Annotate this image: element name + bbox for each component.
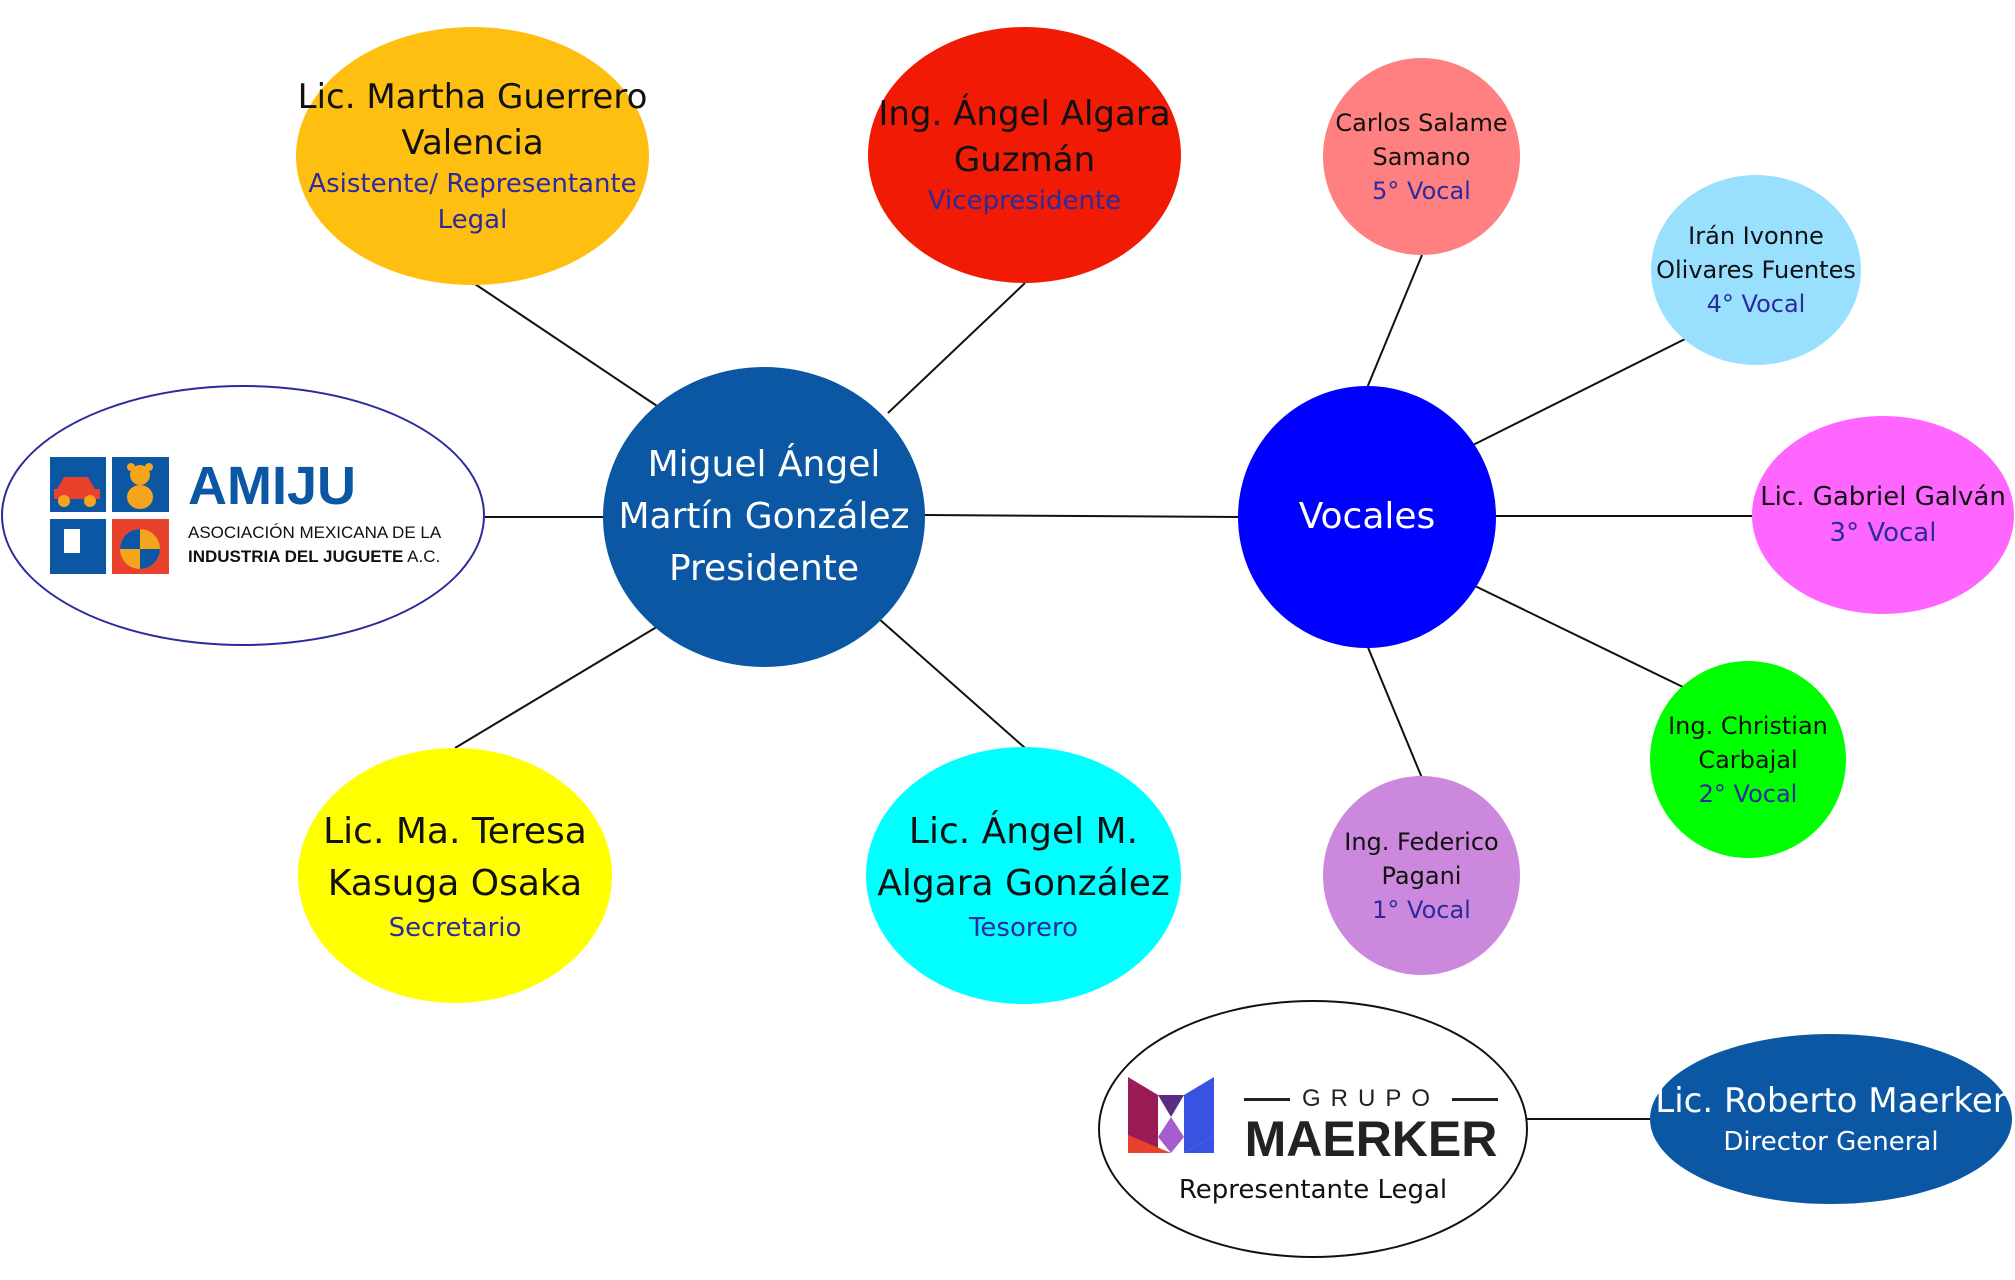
vocales-node: Vocales	[1238, 386, 1496, 648]
tesorero-node: Lic. Ángel M. Algara González Tesorero	[866, 747, 1181, 1004]
director-node: Lic. Roberto Maerker Director General	[1650, 1034, 2012, 1204]
director-name: Lic. Roberto Maerker	[1655, 1081, 2007, 1121]
maerker-wordmark: GRUPO MAERKER	[1232, 1086, 1510, 1166]
asistente-node: Lic. Martha Guerrero Valencia Asistente/…	[296, 27, 649, 285]
maerker-name: MAERKER	[1244, 1111, 1498, 1167]
vocal2-node: Ing. Christian Carbajal 2° Vocal	[1650, 661, 1846, 858]
connector-vocal2	[1474, 585, 1686, 689]
vocal5-node: Carlos Salame Samano 5° Vocal	[1323, 58, 1520, 255]
asistente-name-line1: Lic. Martha Guerrero	[297, 77, 648, 117]
connector-tesorero	[877, 617, 1026, 749]
amiju-subtitle-line2: INDUSTRIA DEL JUGUETE A.C.	[188, 545, 441, 569]
asistente-role-line2: Legal	[437, 205, 508, 235]
maerker-caption: Representante Legal	[1178, 1175, 1448, 1205]
president-name-line1: Miguel Ángel	[647, 444, 881, 485]
amiju-subtitle-suffix: A.C.	[403, 547, 441, 566]
vocal4-node: Irán Ivonne Olivares Fuentes 4° Vocal	[1651, 175, 1861, 365]
president-name-line2: Martín González	[618, 496, 910, 537]
vocal1-name-line2: Pagani	[1381, 861, 1462, 890]
vocal3-node: Lic. Gabriel Galván 3° Vocal	[1752, 416, 2014, 614]
president-node: Miguel Ángel Martín González Presidente	[603, 367, 925, 667]
vicepresidente-role: Vicepresidente	[927, 186, 1122, 216]
vocal1-node: Ing. Federico Pagani 1° Vocal	[1323, 776, 1520, 975]
vocal2-role: 2° Vocal	[1698, 779, 1798, 808]
maerker-rule-right	[1452, 1097, 1498, 1101]
vicepresidente-name-line2: Guzmán	[953, 140, 1096, 180]
maerker-m-icon	[1128, 1077, 1214, 1153]
secretario-name-line1: Lic. Ma. Teresa	[323, 810, 587, 852]
amiju-logo-mark	[50, 457, 169, 574]
connector-vocal4	[1472, 337, 1688, 446]
vocal3-name-line1: Lic. Gabriel Galván	[1760, 482, 2006, 512]
president-role: Presidente	[668, 548, 860, 589]
connector-vocal5	[1366, 254, 1423, 389]
connector-secretario	[454, 624, 661, 749]
vocal4-role: 4° Vocal	[1706, 290, 1806, 318]
asistente-name-line2: Valencia	[401, 123, 544, 163]
amiju-toy-icon	[50, 457, 169, 574]
vocal2-name-line2: Carbajal	[1698, 745, 1798, 774]
vocal3-role: 3° Vocal	[1829, 518, 1937, 548]
vocal5-name-line1: Carlos Salame	[1335, 108, 1508, 137]
connector-vocales	[924, 514, 1241, 518]
tesorero-name-line2: Algara González	[877, 862, 1170, 904]
vocal4-name-line1: Irán Ivonne	[1688, 222, 1824, 250]
asistente-role-line1: Asistente/ Representante	[308, 169, 637, 199]
tesorero-role: Tesorero	[968, 912, 1079, 943]
secretario-role: Secretario	[388, 912, 522, 943]
maerker-logo-mark	[1128, 1077, 1214, 1153]
secretario-node: Lic. Ma. Teresa Kasuga Osaka Secretario	[298, 748, 612, 1003]
maerker-rule-left	[1243, 1097, 1290, 1101]
amiju-logo-text: AMIJU ASOCIACIÓN MEXICANA DE LA INDUSTRI…	[188, 457, 441, 569]
maerker-logo-node: GRUPO MAERKER Representante Legal	[1098, 1000, 1528, 1258]
vocal1-role: 1° Vocal	[1372, 895, 1471, 924]
vicepresidente-node: Ing. Ángel Algara Guzmán Vicepresidente	[868, 27, 1181, 283]
vicepresidente-name-line1: Ing. Ángel Algara	[878, 94, 1171, 134]
amiju-subtitle-line1: ASOCIACIÓN MEXICANA DE LA	[188, 523, 442, 542]
maerker-caption-wrap: Representante Legal	[1100, 1172, 1526, 1208]
maerker-top-word: GRUPO	[1301, 1085, 1440, 1112]
vocal5-role: 5° Vocal	[1372, 176, 1471, 205]
vocal5-name-line2: Samano	[1372, 142, 1471, 171]
director-role: Director General	[1723, 1127, 1939, 1157]
connector-vocal1	[1366, 644, 1423, 779]
connector-asistente	[471, 281, 661, 409]
connector-vicepresidente	[887, 282, 1026, 414]
vocal1-name-line1: Ing. Federico	[1344, 827, 1499, 856]
amiju-name: AMIJU	[188, 456, 357, 516]
vocal4-name-line2: Olivares Fuentes	[1656, 256, 1856, 284]
amiju-subtitle-bold: INDUSTRIA DEL JUGUETE	[188, 547, 404, 566]
tesorero-name-line1: Lic. Ángel M.	[908, 810, 1139, 852]
vocal2-name-line1: Ing. Christian	[1668, 711, 1828, 740]
amiju-logo-node: AMIJU ASOCIACIÓN MEXICANA DE LA INDUSTRI…	[1, 385, 485, 646]
vocales-label: Vocales	[1298, 496, 1436, 537]
secretario-name-line2: Kasuga Osaka	[327, 862, 583, 904]
